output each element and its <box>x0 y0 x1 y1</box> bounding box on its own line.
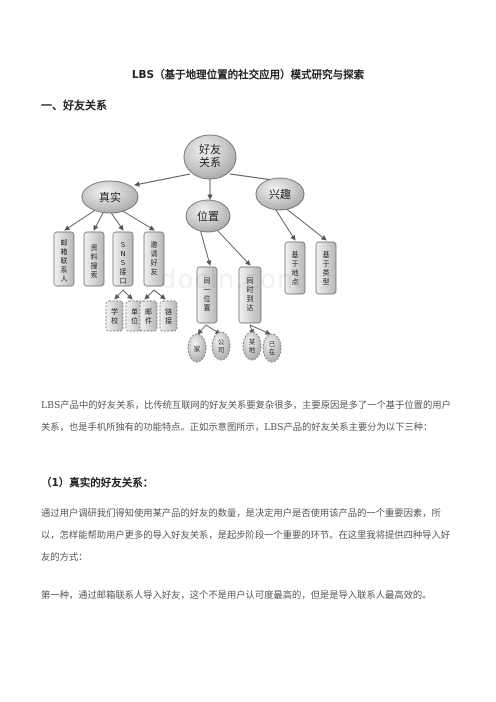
location-grandchildren: 家 公司 某地 已在 <box>187 331 282 363</box>
svg-text:校: 校 <box>111 316 118 325</box>
svg-text:邀: 邀 <box>151 240 158 249</box>
branch-real: 真实 <box>81 180 139 214</box>
svg-text:于: 于 <box>292 260 299 268</box>
branch-interest: 兴趣 <box>255 177 305 211</box>
svg-text:家: 家 <box>194 344 201 353</box>
sns-invite-grandchildren <box>105 300 178 332</box>
svg-text:资: 资 <box>91 243 98 252</box>
svg-text:达: 达 <box>247 303 254 312</box>
svg-text:位: 位 <box>204 294 211 303</box>
svg-text:型: 型 <box>323 277 330 286</box>
root-label-line1: 好友 <box>199 142 221 156</box>
svg-text:料: 料 <box>91 252 98 261</box>
svg-text:某: 某 <box>249 338 256 346</box>
svg-text:地: 地 <box>292 268 299 277</box>
svg-text:请: 请 <box>151 249 158 258</box>
svg-text:人: 人 <box>61 275 68 283</box>
branch-real-label: 真实 <box>99 190 121 204</box>
svg-text:接: 接 <box>165 316 172 325</box>
svg-text:链: 链 <box>165 307 172 316</box>
svg-text:已: 已 <box>269 340 276 348</box>
svg-text:置: 置 <box>204 304 211 312</box>
root-node: 好友 关系 <box>183 134 237 180</box>
document-title: LBS（基于地理位置的社交应用）模式研究与探索 <box>131 69 365 81</box>
svg-text:邮: 邮 <box>145 307 152 316</box>
branch-location-label: 位置 <box>197 209 219 223</box>
svg-text:同: 同 <box>247 277 254 285</box>
branch-location: 位置 <box>185 199 231 233</box>
svg-text:地: 地 <box>249 345 256 354</box>
svg-text:点: 点 <box>292 278 299 286</box>
subheading-real-relations: （1）真实的好友关系： <box>41 477 154 489</box>
svg-text:到: 到 <box>247 295 254 303</box>
svg-text:时: 时 <box>247 285 254 294</box>
svg-text:索: 索 <box>91 270 98 279</box>
svg-text:基: 基 <box>323 250 330 259</box>
branch-interest-label: 兴趣 <box>269 187 291 201</box>
svg-text:箱: 箱 <box>61 247 68 256</box>
svg-text:N: N <box>120 250 125 258</box>
svg-text:件: 件 <box>145 316 152 325</box>
svg-text:一: 一 <box>204 286 211 294</box>
svg-text:S: S <box>121 241 126 249</box>
svg-text:联: 联 <box>61 256 68 265</box>
svg-text:公: 公 <box>218 338 225 346</box>
diagram-connectors <box>64 173 327 335</box>
svg-text:邮: 邮 <box>61 238 68 247</box>
paragraph-intro: LBS产品中的好友关系，比传统互联网的好友关系要复杂很多，主要原因是多了一个基于… <box>41 400 451 433</box>
paragraph-method-one: 第一种，通过邮箱联系人导入好友，这个不是用户认可度最高的，但是是导入联系人最高效… <box>41 590 432 601</box>
svg-text:口: 口 <box>120 277 127 285</box>
svg-text:司: 司 <box>218 346 225 354</box>
svg-text:单: 单 <box>131 307 138 316</box>
svg-text:接: 接 <box>120 267 127 276</box>
section-heading: 一、好友关系 <box>41 99 107 112</box>
svg-text:在: 在 <box>269 347 276 356</box>
svg-text:同: 同 <box>204 277 211 285</box>
svg-text:学: 学 <box>111 307 118 316</box>
svg-text:位: 位 <box>131 316 138 325</box>
svg-text:基: 基 <box>292 250 299 259</box>
svg-text:搜: 搜 <box>91 261 98 270</box>
watermark: docin.com <box>160 265 304 295</box>
svg-text:友: 友 <box>151 267 158 276</box>
svg-text:好: 好 <box>151 258 158 267</box>
svg-text:S: S <box>121 259 126 267</box>
svg-text:类: 类 <box>323 268 330 277</box>
svg-text:系: 系 <box>61 265 68 274</box>
svg-text:于: 于 <box>323 260 330 268</box>
paragraph-user-research: 通过用户调研我们得知使用某产品的好友的数量，是决定用户是否使用该产品的一个重要因… <box>41 508 451 563</box>
root-label-line2: 关系 <box>199 155 221 169</box>
